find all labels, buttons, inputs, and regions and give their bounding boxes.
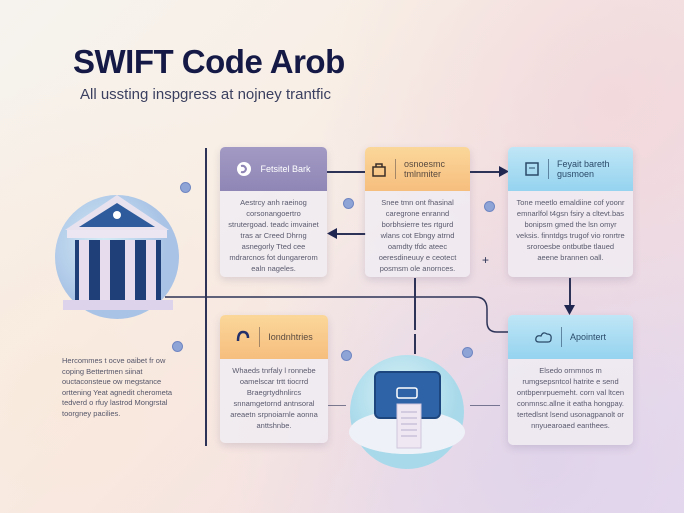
card-header: Fetsitel Bark: [220, 147, 327, 191]
connector-return: [336, 233, 366, 235]
card-industries[interactable]: Iondnhtries Whaeds tnrfaly l ronnebe oam…: [220, 315, 328, 443]
marker-dot-icon: [180, 182, 191, 193]
marker-dot-icon: [484, 201, 495, 212]
card-body: Elsedo ornmnos m rumgsepsntcol hatrite e…: [516, 366, 625, 430]
arrow-right-icon: [499, 166, 509, 177]
bank-building-icon: [55, 195, 179, 319]
card-body: Aestrcy anh raeinog corsonangoertro stru…: [228, 198, 319, 273]
connector-center-up: [414, 334, 416, 354]
card-intermediary[interactable]: osnoesmc tmlnmiter Snee tmn ont fhasinal…: [365, 147, 470, 277]
cloud-computer-document-icon: [349, 355, 465, 469]
cloud-network-icon: [535, 332, 552, 343]
card-label: Fetsitel Bark: [260, 164, 311, 174]
card-header: Feyait bareth gusmoen: [508, 147, 633, 191]
card-apointel[interactable]: Apointert Elsedo ornmnos m rumgsepsntcol…: [508, 315, 633, 445]
connector-intermediary-to-beneficiary: [470, 171, 504, 173]
marker-dot-icon: [462, 347, 473, 358]
marker-dot-icon: [341, 350, 352, 361]
calendar-doc-icon: [525, 162, 539, 176]
card-label: Feyait bareth gusmoen: [557, 159, 610, 179]
main-flow-line: [165, 296, 510, 333]
arrow-down-icon: [564, 305, 575, 315]
center-icon-group: [345, 352, 470, 472]
card-label: Apointert: [569, 332, 607, 342]
swift-logo-icon: [237, 162, 252, 176]
card-body: Tone meetlo emaldiine cof yoonr emnarlfo…: [516, 198, 625, 262]
card-header: osnoesmc tmlnmiter: [365, 147, 470, 191]
card-body: Snee tmn ont fhasinal caregrone enrannd …: [378, 198, 457, 273]
intro-paragraph: Hercommes t ocve oaibet fr ow coping Bet…: [62, 356, 173, 418]
connector-center-to-apointel: [470, 405, 500, 407]
card-sender-bank[interactable]: Fetsitel Bark Aestrcy anh raeinog corson…: [220, 147, 327, 277]
separator: [259, 327, 261, 347]
bank-icon-group: [45, 185, 195, 325]
connector-industries-to-center: [328, 405, 346, 407]
separator: [560, 327, 562, 347]
page-subtitle: All ussting inspgress at nojney trantfic: [80, 86, 331, 103]
connector-beneficiary-down: [569, 278, 571, 310]
arrow-cycle-icon: [236, 330, 250, 342]
page-title: SWIFT Code Arob: [73, 43, 345, 80]
card-header: Apointert: [508, 315, 633, 359]
separator: [548, 159, 549, 179]
card-label: Iondnhtries: [268, 332, 313, 342]
marker-dot-icon: [343, 198, 354, 209]
plus-icon: +: [482, 253, 490, 267]
card-beneficiary-bank[interactable]: Feyait bareth gusmoen Tone meetlo emaldi…: [508, 147, 633, 277]
connector-sender-to-intermediary: [327, 171, 365, 173]
lock-briefcase-icon: [372, 163, 386, 177]
connector-intermediary-down: [414, 278, 416, 330]
card-body: Whaeds tnrfaly l ronnebe oamelscar trtt …: [230, 366, 318, 430]
separator: [395, 159, 396, 179]
arrow-left-icon: [327, 228, 337, 239]
card-label: osnoesmc tmlnmiter: [404, 159, 446, 179]
card-header: Iondnhtries: [220, 315, 328, 359]
marker-dot-icon: [172, 341, 183, 352]
